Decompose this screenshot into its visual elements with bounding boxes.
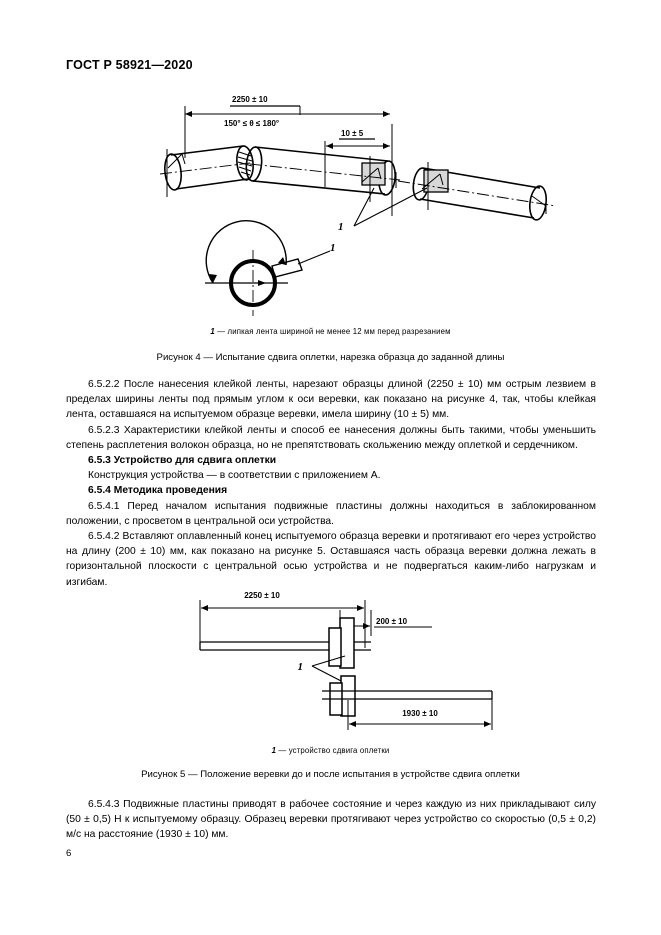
figure-5-drawing: 2250 ± 10 200 ± 10 bbox=[0, 588, 661, 738]
heading-6-5-4: 6.5.4 Методика проведения bbox=[88, 485, 228, 497]
figure-4-caption: Рисунок 4 — Испытание сдвига оплетки, на… bbox=[156, 352, 505, 363]
figure4-keynum: 1 bbox=[338, 221, 344, 233]
figure4-dim-length: 2250 ± 10 bbox=[232, 95, 268, 104]
figure-5-caption: Рисунок 5 — Положение веревки до и после… bbox=[141, 769, 520, 780]
body-text-upper: 6.5.2.2 После нанесения клейкой ленты, н… bbox=[66, 377, 596, 590]
heading-6-5-3: 6.5.3 Устройство для сдвига оплетки bbox=[88, 455, 277, 467]
paragraph-6-5-3: Конструкция устройства — в соответствии … bbox=[88, 470, 381, 482]
paragraph-6-5-2-2: 6.5.2.2 После нанесения клейкой ленты, н… bbox=[66, 379, 596, 421]
paragraph-6-5-4-3: 6.5.4.3 Подвижные пластины приводят в ра… bbox=[66, 799, 596, 841]
page-number: 6 bbox=[66, 848, 72, 859]
figure4-legend-key: 1 bbox=[210, 327, 215, 336]
figure4-dim-angle: 150° ≤ θ ≤ 180° bbox=[224, 119, 279, 128]
figure5-legend-key: 1 bbox=[271, 746, 277, 755]
figure5-dim-pull-distance: 1930 ± 10 bbox=[402, 709, 438, 718]
figure4-legend-dash: — bbox=[217, 327, 226, 336]
figure4-legend-text: липкая лента шириной не менее 12 мм пере… bbox=[227, 327, 451, 336]
figure5-keynum: 1 bbox=[298, 661, 304, 673]
figure5-dim-total-length: 2250 ± 10 bbox=[244, 591, 280, 600]
figure5-dim-insert-length: 200 ± 10 bbox=[376, 617, 408, 626]
paragraph-6-5-4-2: 6.5.4.2 Вставляют оплавленный конец испы… bbox=[66, 531, 596, 588]
figure4-angle-keynum: 1 bbox=[330, 242, 336, 254]
figure-5-legend: 1 — устройство сдвига оплетки bbox=[0, 746, 661, 755]
figure-4-drawing: 2250 ± 10 10 ± 5 bbox=[0, 84, 661, 316]
figure5-legend-dash: — bbox=[278, 746, 287, 755]
paragraph-6-5-4-1: 6.5.4.1 Перед началом испытания подвижны… bbox=[66, 500, 596, 527]
figure-4-legend: 1 — липкая лента шириной не менее 12 мм … bbox=[0, 327, 661, 336]
figure5-legend-text: устройство сдвига оплетки bbox=[288, 746, 390, 755]
paragraph-6-5-2-3: 6.5.2.3 Характеристики клейкой ленты и с… bbox=[66, 424, 596, 451]
figure4-dim-tape-width: 10 ± 5 bbox=[341, 129, 364, 138]
body-text-lower: 6.5.4.3 Подвижные пластины приводят в ра… bbox=[66, 797, 596, 843]
page-title: ГОСТ Р 58921—2020 bbox=[66, 58, 193, 72]
